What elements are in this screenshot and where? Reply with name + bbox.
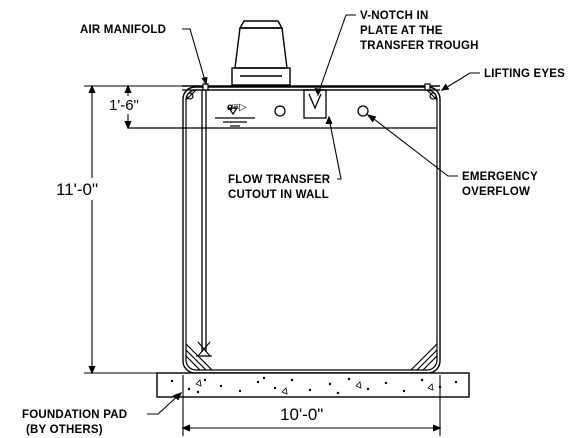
freeboard-dimension-label: 1'-6" [109,97,139,114]
tank-body [182,86,441,374]
air-manifold-label: AIR MANIFOLD [80,24,166,36]
flow-transfer-cutout [303,89,327,119]
flow-transfer-label-line2: CUTOUT IN WALL [228,189,329,201]
foundation-pad-label-line1: FOUNDATION PAD [22,409,127,421]
water-level-symbol [215,107,255,127]
blower-unit [231,20,291,86]
width-dimension [181,375,442,436]
flow-transfer-label-line1: FLOW TRANSFER [228,174,331,186]
manufacturer-logo: ɑ≡▷ [227,102,247,113]
lifting-eyes-label: LIFTING EYES [484,68,565,80]
width-dimension-label: 10'-0" [280,405,323,424]
air-manifold-pipe [196,90,212,357]
v-notch-label-line3: TRANSFER TROUGH [360,40,479,52]
emergency-overflow-label-line2: OVERFLOW [462,186,530,198]
pipe-penetrations [274,105,369,117]
emergency-overflow-label-line1: EMERGENCY [462,171,538,183]
lifting-eye-right [429,92,437,100]
v-notch-label-line1: V-NOTCH IN [360,10,428,22]
height-dimension [84,84,182,375]
corner-gussets [185,89,438,371]
leader-lines [147,14,480,415]
foundation-pad-label-line2: (BY OTHERS) [26,424,103,436]
v-notch-label-line2: PLATE AT THE [360,25,443,37]
lifting-eye-left [186,92,194,100]
height-dimension-label: 11'-0" [56,180,98,199]
foundation-pad [156,372,470,398]
